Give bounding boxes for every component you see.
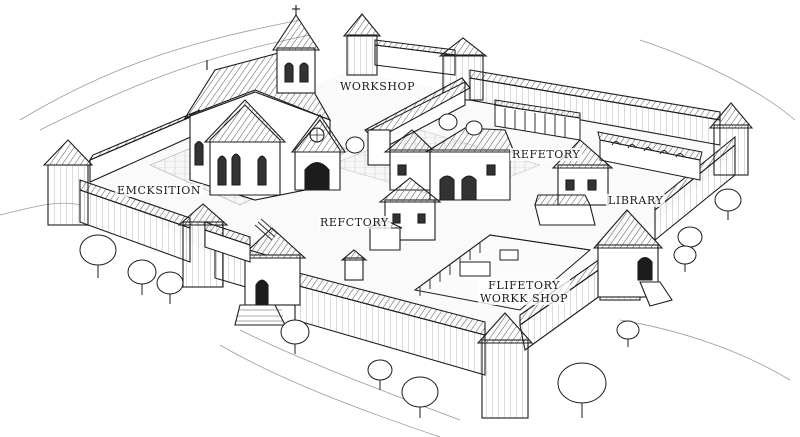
tower-e bbox=[708, 102, 754, 176]
tower-n bbox=[342, 13, 382, 76]
workshop-yard bbox=[413, 234, 592, 311]
label-emcksition: EMCKSITION bbox=[115, 184, 204, 197]
tree bbox=[345, 136, 365, 154]
tree bbox=[673, 245, 697, 272]
tree bbox=[465, 120, 483, 136]
tree bbox=[367, 359, 393, 390]
label-flifetory: FLIFETORY WORKK SHOP bbox=[478, 279, 571, 305]
arcade-stalls bbox=[494, 99, 581, 141]
label-refctory: REFCTORY bbox=[318, 216, 391, 229]
tower-s bbox=[476, 312, 534, 419]
tower-nw bbox=[42, 139, 94, 226]
tree bbox=[401, 376, 439, 418]
label-library: LIBRARY bbox=[606, 194, 666, 207]
east-arcade bbox=[597, 131, 703, 181]
label-refetory: REFETORY bbox=[510, 148, 583, 161]
church bbox=[183, 5, 347, 201]
tree bbox=[557, 362, 607, 418]
tree bbox=[714, 188, 742, 220]
trees bbox=[79, 113, 742, 418]
terrain bbox=[0, 19, 796, 437]
cloister-west bbox=[204, 218, 279, 263]
library-building bbox=[534, 139, 614, 226]
tree bbox=[79, 234, 117, 278]
label-flifetory-line2: WORKK SHOP bbox=[480, 292, 569, 305]
refetory-building bbox=[383, 127, 515, 201]
label-workshop: WORKSHOP bbox=[338, 80, 418, 93]
workshop-range bbox=[364, 77, 471, 166]
tree bbox=[616, 320, 640, 347]
tree bbox=[127, 259, 157, 295]
tree bbox=[438, 113, 458, 131]
tree bbox=[280, 319, 310, 354]
gatehouse-e bbox=[592, 209, 673, 307]
tree bbox=[156, 271, 184, 304]
label-flifetory-line1: FLIFETORY bbox=[488, 279, 560, 292]
